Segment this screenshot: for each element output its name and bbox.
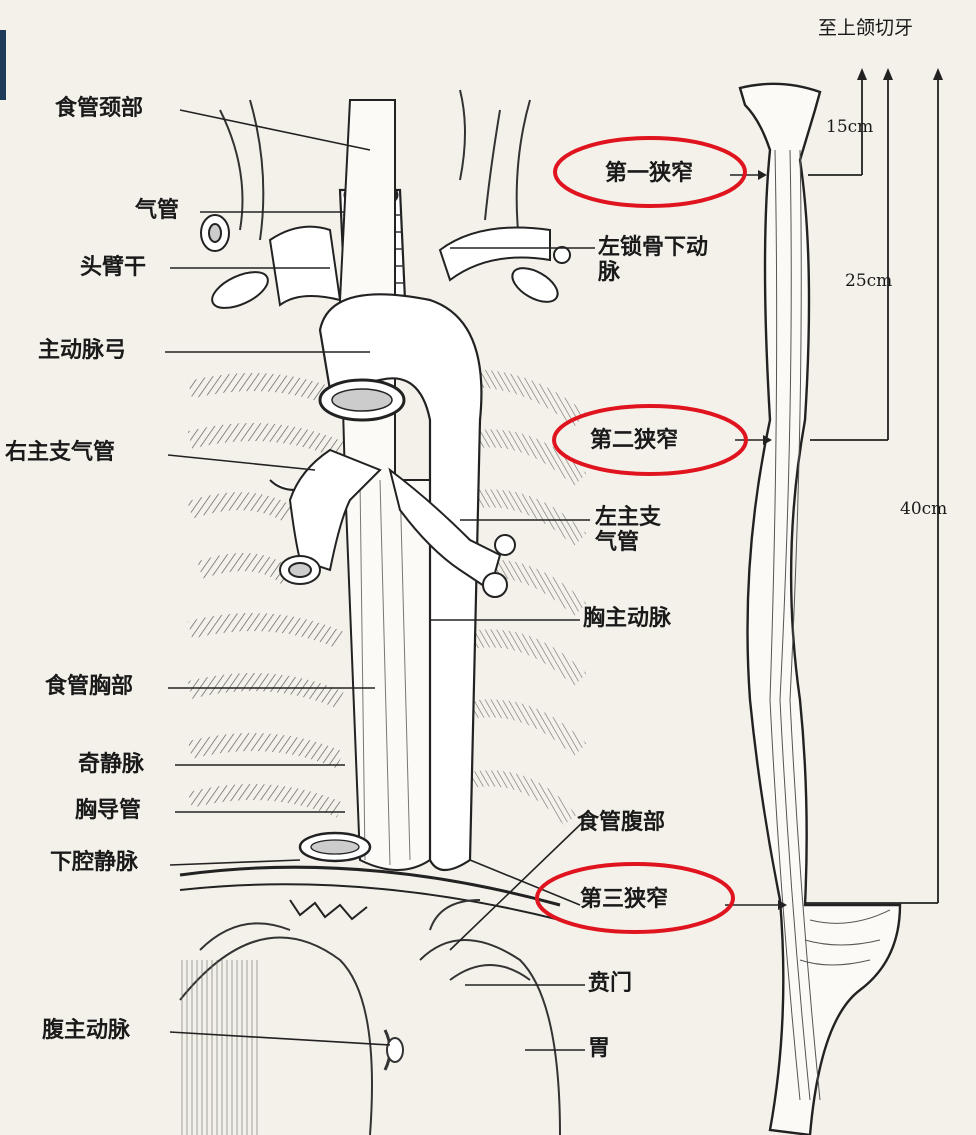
label-25cm: 25cm (845, 272, 892, 292)
label-thoracic-esophagus: 食管胸部 (45, 674, 133, 699)
label-thoracic-duct: 胸导管 (75, 798, 141, 823)
label-second-narrowing: 第二狭窄 (590, 428, 678, 453)
label-third-narrowing: 第三狭窄 (580, 887, 668, 912)
isolated-esophagus (740, 84, 900, 1135)
label-15cm: 15cm (826, 118, 873, 138)
label-to-incisors: 至上颌切牙 (818, 18, 913, 40)
abdominal-hatch (180, 960, 260, 1135)
label-left-subclavian-artery: 左锁骨下动脉 (598, 235, 708, 286)
label-cervical-esophagus: 食管颈部 (55, 96, 143, 121)
label-thoracic-aorta: 胸主动脉 (583, 606, 671, 631)
label-40cm: 40cm (900, 500, 947, 520)
left-ribs (190, 382, 340, 810)
label-cardia: 贲门 (588, 971, 632, 996)
measurement-arrows (857, 68, 943, 80)
label-first-narrowing: 第一狭窄 (605, 161, 693, 186)
measurement-lines (805, 75, 938, 903)
label-left-main-bronchus: 左主支气管 (595, 505, 670, 556)
label-brachiocephalic-trunk: 头臂干 (80, 255, 146, 280)
label-abdominal-aorta: 腹主动脉 (42, 1018, 130, 1043)
label-stomach: 胃 (588, 1036, 610, 1061)
diaphragm (180, 833, 560, 920)
label-aortic-arch: 主动脉弓 (38, 338, 126, 363)
label-azygos-vein: 奇静脉 (78, 752, 144, 777)
label-inferior-vena-cava: 下腔静脉 (50, 850, 138, 875)
label-trachea: 气管 (135, 198, 179, 223)
label-abdominal-esophagus: 食管腹部 (577, 810, 665, 835)
label-right-main-bronchus: 右主支气管 (5, 440, 115, 465)
